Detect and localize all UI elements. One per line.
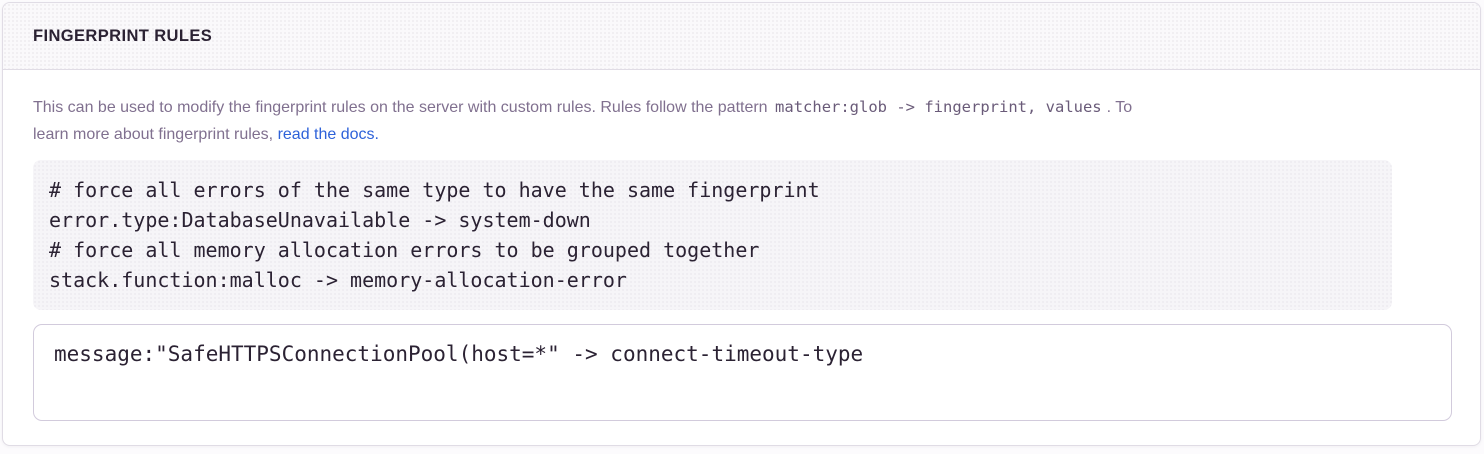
- description-paragraph: This can be used to modify the fingerpri…: [33, 94, 1450, 148]
- example-code-block: # force all errors of the same type to h…: [33, 160, 1392, 310]
- description-text-line2: learn more about fingerprint rules,: [33, 126, 278, 143]
- pattern-inline-code: matcher:glob -> fingerprint, values: [775, 98, 1102, 116]
- panel-body: This can be used to modify the fingerpri…: [3, 70, 1480, 445]
- description-text-after-code: . To: [1106, 99, 1133, 116]
- read-the-docs-link[interactable]: read the docs.: [277, 126, 379, 143]
- fingerprint-rules-panel: FINGERPRINT RULES This can be used to mo…: [2, 2, 1481, 446]
- description-text-before: This can be used to modify the fingerpri…: [33, 99, 773, 116]
- panel-title: FINGERPRINT RULES: [33, 26, 213, 45]
- fingerprint-rules-textarea[interactable]: message:"SafeHTTPSConnectionPool(host=*"…: [33, 324, 1452, 421]
- panel-header: FINGERPRINT RULES: [3, 3, 1480, 70]
